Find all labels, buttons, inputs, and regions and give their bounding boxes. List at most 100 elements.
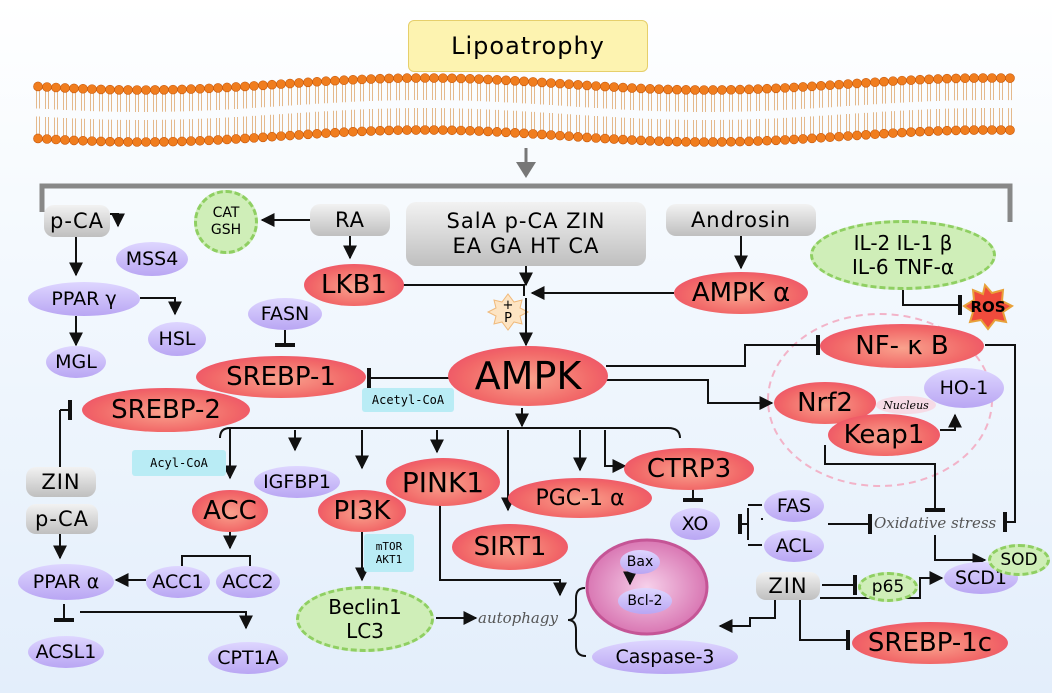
lipid-head — [186, 84, 196, 94]
lipid-head — [492, 75, 502, 85]
pi3k-node: PI3K — [318, 490, 406, 532]
compounds-line-2: EA GA HT CA — [452, 234, 600, 258]
lipid-head — [762, 83, 772, 94]
lipid-head — [960, 125, 970, 136]
lipid-head — [753, 84, 763, 94]
lipid-tail — [576, 88, 580, 133]
lipid-head — [591, 81, 601, 91]
lipid-head — [330, 75, 340, 86]
lipid-tail — [126, 93, 130, 138]
lipid-tail — [252, 89, 256, 134]
lipid-head — [339, 127, 349, 138]
autophagy-label: autophagy — [478, 609, 558, 627]
lipid-tail — [927, 83, 931, 128]
lipid-head — [960, 73, 970, 84]
lipid-head — [384, 73, 394, 84]
lipid-tail — [369, 83, 373, 128]
lipid-head — [528, 129, 538, 139]
lipid-tail — [774, 92, 778, 137]
lipid-head — [96, 136, 106, 147]
lipid-head — [915, 126, 925, 137]
pgc1a-node: PGC-1 α — [508, 478, 652, 518]
lipid-head — [294, 78, 304, 88]
lipid-head — [258, 132, 268, 143]
lipid-head — [258, 80, 268, 91]
lipid-tail — [864, 86, 868, 131]
p65-node: p65 — [858, 572, 918, 602]
lipid-head — [618, 82, 628, 93]
lipid-head — [222, 134, 232, 145]
lipid-head — [996, 125, 1006, 135]
membrane-bracket — [39, 148, 1013, 222]
lipid-head — [411, 125, 421, 135]
lipid-tail — [909, 84, 913, 129]
lipid-head — [762, 135, 772, 146]
lipid-tail — [873, 86, 877, 131]
lipid-head — [141, 85, 151, 95]
lipid-tail — [954, 82, 958, 127]
lipid-tail — [819, 89, 823, 134]
compounds-line-1: SalA p-CA ZIN — [446, 208, 606, 233]
lipid-tail — [72, 92, 76, 137]
lipid-head — [249, 81, 259, 91]
lipid-head — [825, 80, 835, 91]
lipid-head — [852, 130, 862, 141]
lipid-head — [51, 134, 61, 145]
lipid-tail — [945, 82, 949, 127]
lipid-head — [978, 125, 988, 135]
lipid-head — [339, 75, 349, 86]
beclin1-label: Beclin1 — [328, 595, 402, 619]
lipid-head — [672, 136, 682, 147]
lipid-tail — [666, 93, 670, 138]
lipid-head — [159, 137, 169, 147]
lipid-head — [474, 126, 484, 136]
lipid-head — [474, 74, 484, 84]
mtor-akt1-label: mTOR AKT1 — [364, 534, 414, 572]
xo-node: XO — [670, 508, 720, 540]
lipid-tail — [270, 88, 274, 133]
cytokines-node: IL-2 IL-1 β IL-6 TNF-α — [810, 220, 996, 290]
lipid-head — [123, 85, 133, 95]
lipid-head — [771, 135, 781, 146]
lipid-tail — [549, 87, 553, 132]
srebp1-node: SREBP-1 — [196, 356, 366, 398]
acetyl-coa-label: Acetyl-CoA — [362, 388, 454, 412]
lipid-head — [690, 137, 700, 147]
lipid-head — [798, 82, 808, 92]
lipid-head — [780, 135, 790, 145]
lipid-head — [42, 82, 52, 92]
nucleus-label: Nucleus — [876, 396, 936, 414]
lipid-tail — [513, 84, 517, 129]
lipid-tail — [612, 91, 616, 136]
lipid-head — [375, 73, 385, 84]
lipid-head — [978, 73, 988, 83]
pink1-node: PINK1 — [386, 458, 500, 506]
lipid-head — [321, 76, 331, 87]
oxidative-stress-label: Oxidative stress — [874, 514, 997, 532]
lipid-head — [384, 125, 394, 136]
lipid-head — [348, 74, 358, 85]
ppar-gamma-node: PPAR γ — [28, 282, 140, 316]
lipid-tail — [918, 83, 922, 128]
lipid-head — [438, 73, 448, 83]
lipid-head — [357, 126, 367, 137]
lipid-head — [60, 135, 70, 145]
lipid-head — [528, 77, 538, 87]
lipid-tail — [900, 84, 904, 129]
lipid-head — [177, 136, 187, 147]
lipid-head — [321, 128, 331, 139]
lipid-tail — [855, 87, 859, 132]
lipid-head — [915, 74, 925, 85]
lipid-head — [681, 137, 691, 147]
pca-top-node: p-CA — [44, 205, 110, 237]
lipid-tail — [558, 87, 562, 132]
lipid-tail — [207, 92, 211, 137]
lipid-head — [699, 137, 709, 147]
lipid-head — [933, 126, 943, 136]
lipid-tail — [432, 82, 436, 127]
lipid-head — [1005, 73, 1015, 83]
zin-left-node: ZIN — [26, 467, 96, 497]
bax-node: Bax — [620, 550, 660, 574]
lipid-head — [771, 83, 781, 94]
lipid-tail — [234, 90, 238, 135]
